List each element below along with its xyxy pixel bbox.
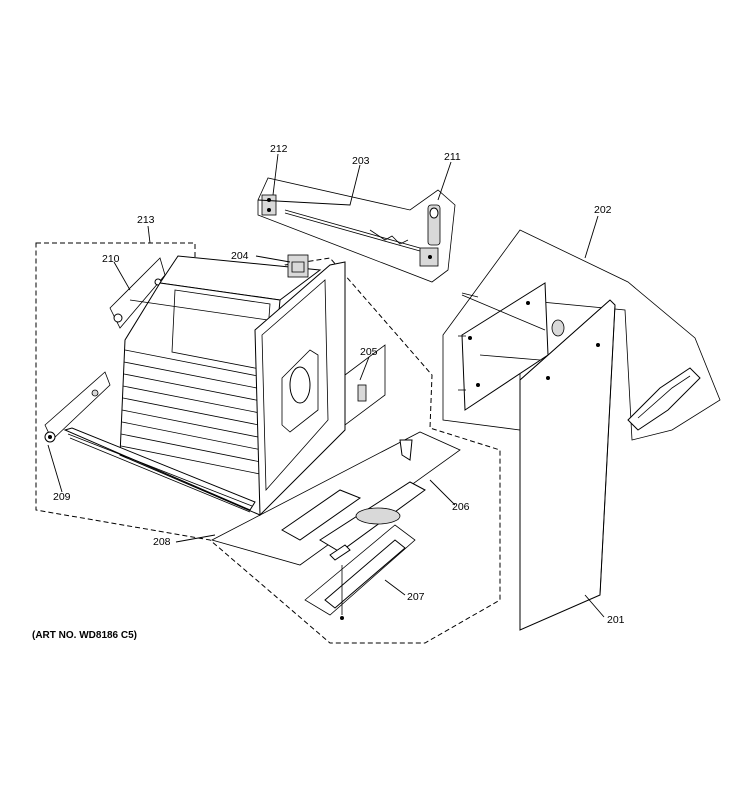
- callout-210: 210: [102, 253, 120, 265]
- callout-212: 212: [270, 143, 288, 155]
- door-handle: [627, 367, 701, 431]
- cabinet-handle: [289, 366, 311, 404]
- callout-206: 206: [452, 501, 470, 513]
- group-203-outline: [257, 177, 456, 283]
- callout-208: 208: [153, 536, 171, 548]
- group-213-outline: [35, 242, 501, 644]
- leader-lines: [47, 153, 605, 618]
- art-number-label: (ART NO. WD8186 C5): [32, 630, 137, 641]
- callout-207: 207: [407, 591, 425, 603]
- lower-trim-207: [304, 524, 416, 616]
- callout-213: 213: [137, 214, 155, 226]
- callout-205: 205: [360, 346, 378, 358]
- callout-202: 202: [594, 204, 612, 216]
- base-rail: [63, 427, 256, 511]
- callout-204: 204: [231, 250, 249, 262]
- cabinet-slats: [120, 299, 269, 475]
- callout-203: 203: [352, 155, 370, 167]
- group-202-outline: [442, 229, 721, 441]
- callout-201: 201: [607, 614, 625, 626]
- side-clip-part: [344, 344, 386, 426]
- top-bracket-part: [287, 254, 309, 278]
- lower-panel-206: [210, 431, 461, 566]
- callout-209: 209: [53, 491, 71, 503]
- callout-211: 211: [444, 151, 461, 163]
